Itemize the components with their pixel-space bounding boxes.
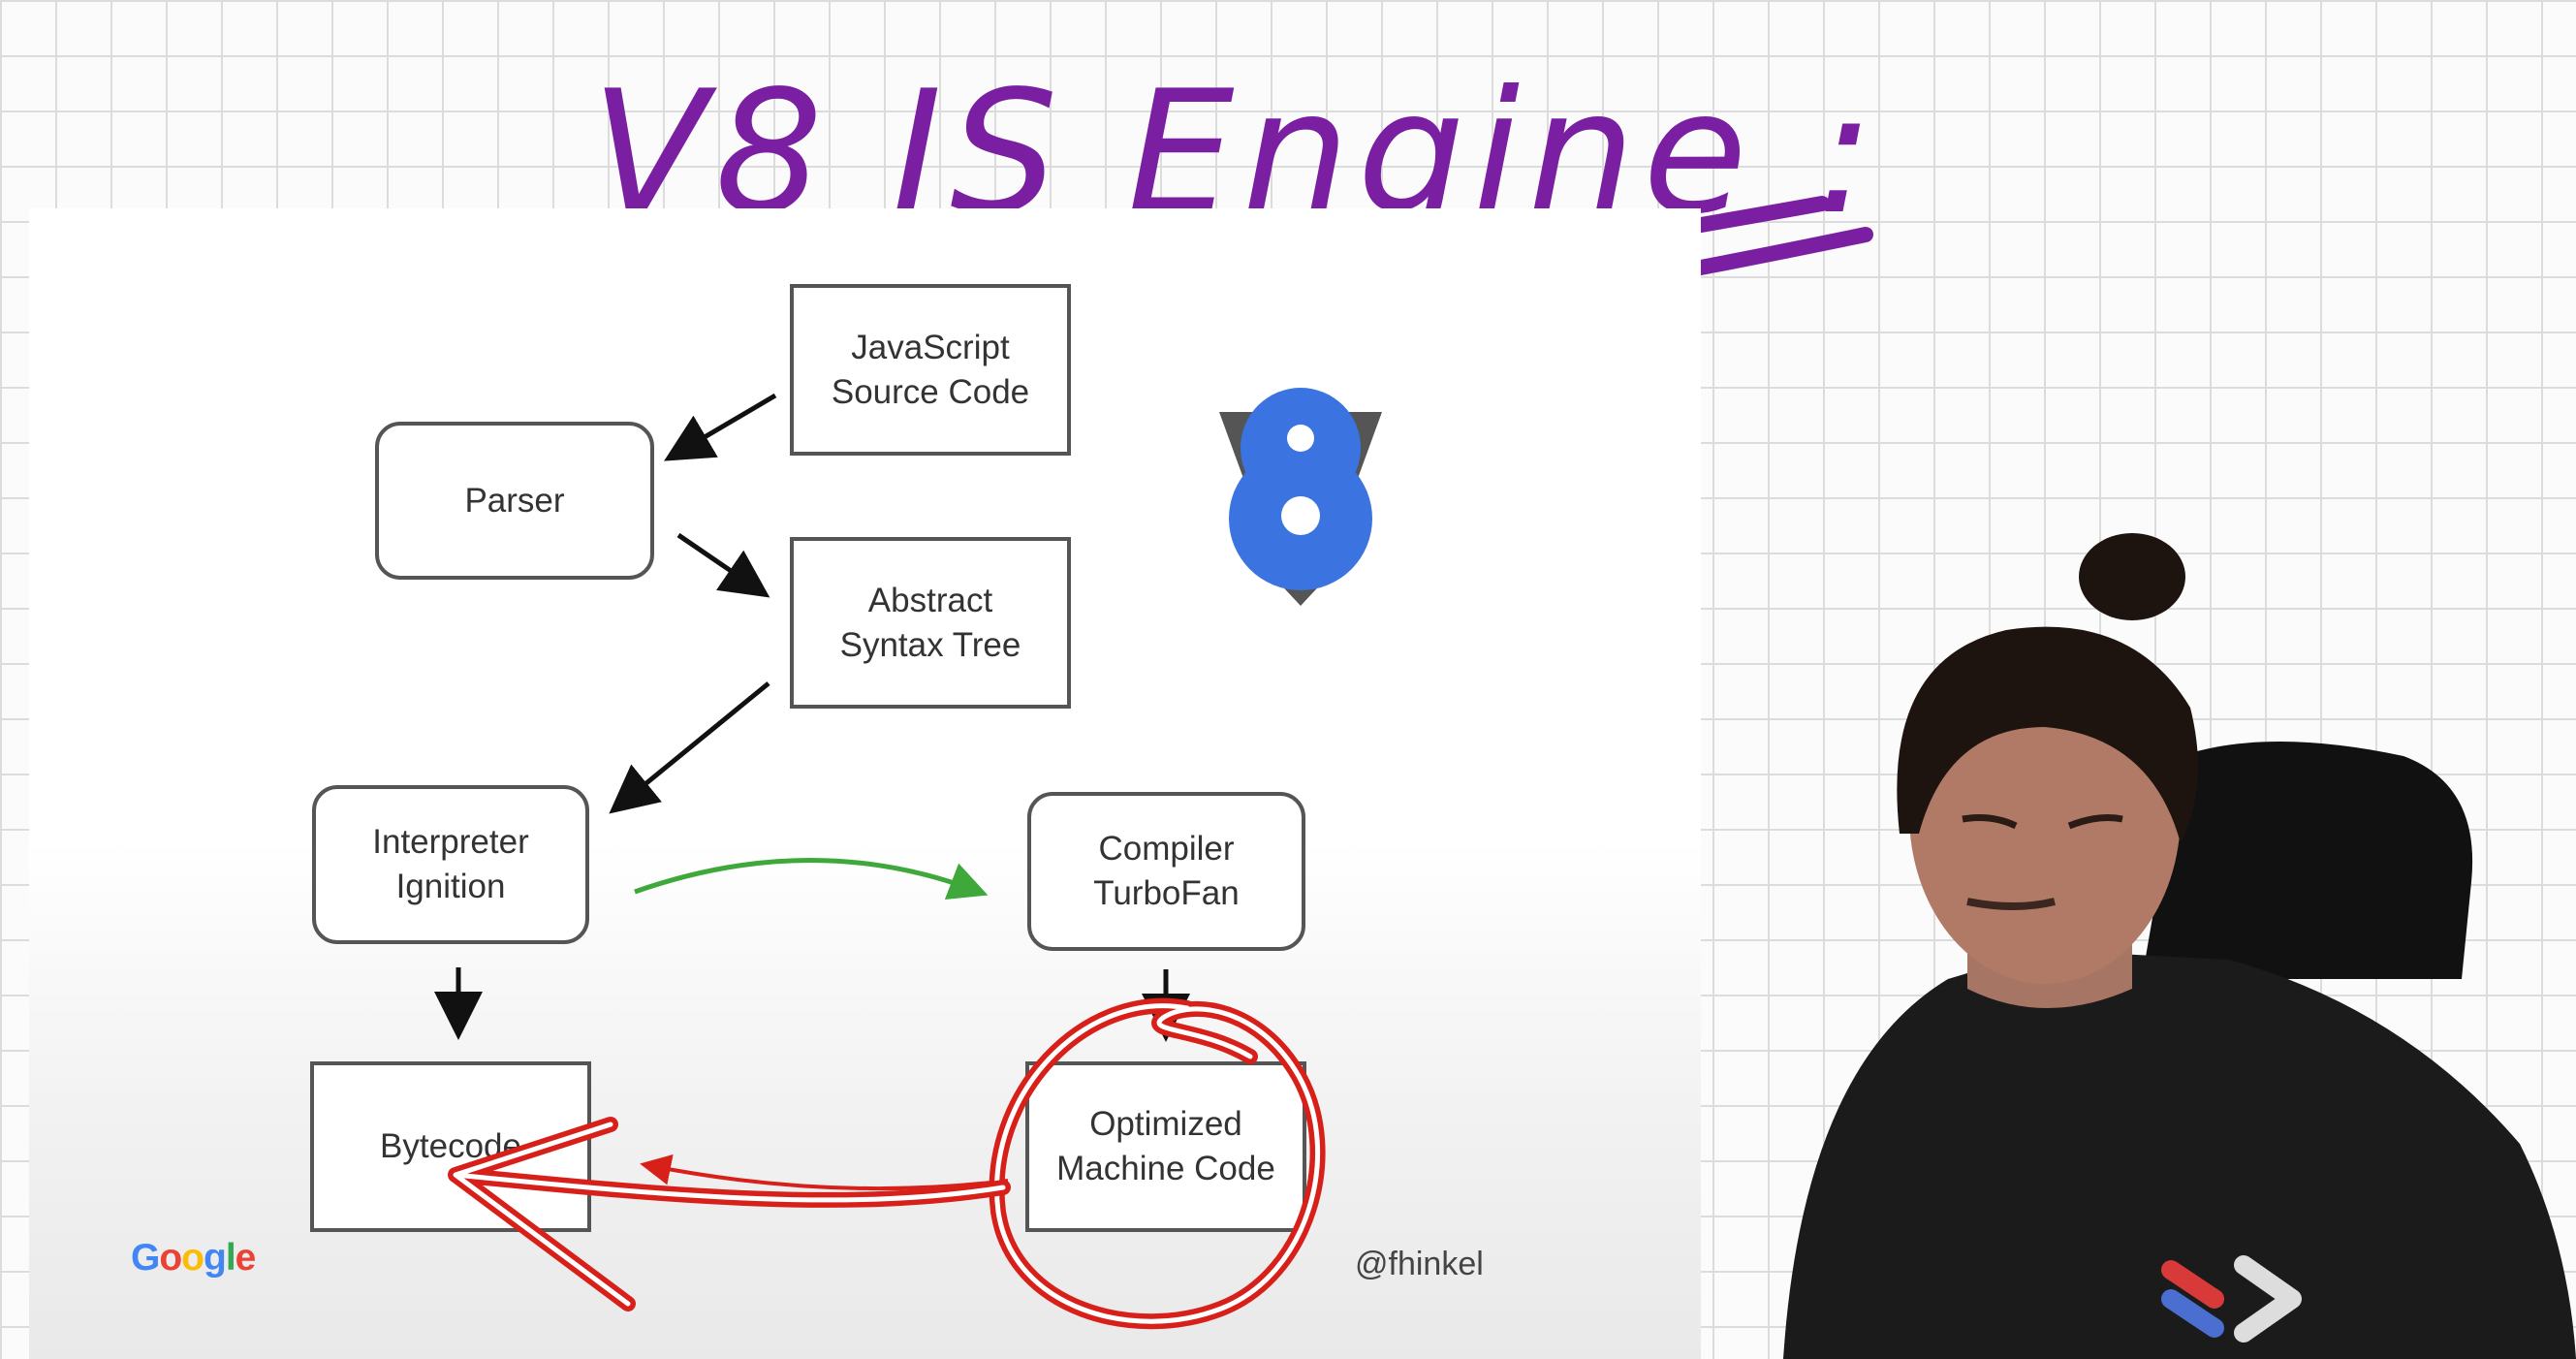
node-ast: Abstract Syntax Tree xyxy=(790,537,1071,709)
arrow-parser-to-ast xyxy=(676,532,770,598)
node-interpreter-label: Interpreter Ignition xyxy=(372,823,529,905)
hoodie-logo-icon xyxy=(2161,1255,2302,1343)
node-compiler: Compiler TurboFan xyxy=(1027,792,1305,951)
node-interpreter: Interpreter Ignition xyxy=(312,785,589,944)
node-compiler-label: Compiler TurboFan xyxy=(1093,830,1240,912)
node-optimized-code-label: Optimized Machine Code xyxy=(1056,1105,1275,1187)
hoodie xyxy=(1783,950,2576,1359)
node-javascript-source: JavaScript Source Code xyxy=(790,284,1071,456)
author-handle: @fhinkel xyxy=(1355,1246,1484,1282)
presenter-video xyxy=(1783,533,2576,1359)
node-javascript-source-label: JavaScript Source Code xyxy=(831,328,1030,411)
node-ast-label: Abstract Syntax Tree xyxy=(839,581,1021,664)
arrow-optimized-to-bytecode xyxy=(640,1154,1009,1191)
hair xyxy=(1897,626,2198,843)
v8-logo xyxy=(1175,388,1427,606)
arrow-ast-to-interpreter xyxy=(609,681,770,814)
node-parser: Parser xyxy=(375,422,654,580)
chair xyxy=(2142,742,2473,979)
red-annotation xyxy=(448,997,1326,1330)
arrow-interpreter-to-compiler xyxy=(634,858,989,900)
node-parser-label: Parser xyxy=(464,481,565,520)
google-logo: Google xyxy=(131,1237,256,1279)
node-optimized-code: Optimized Machine Code xyxy=(1025,1061,1306,1232)
arrow-source-to-parser xyxy=(664,393,777,461)
